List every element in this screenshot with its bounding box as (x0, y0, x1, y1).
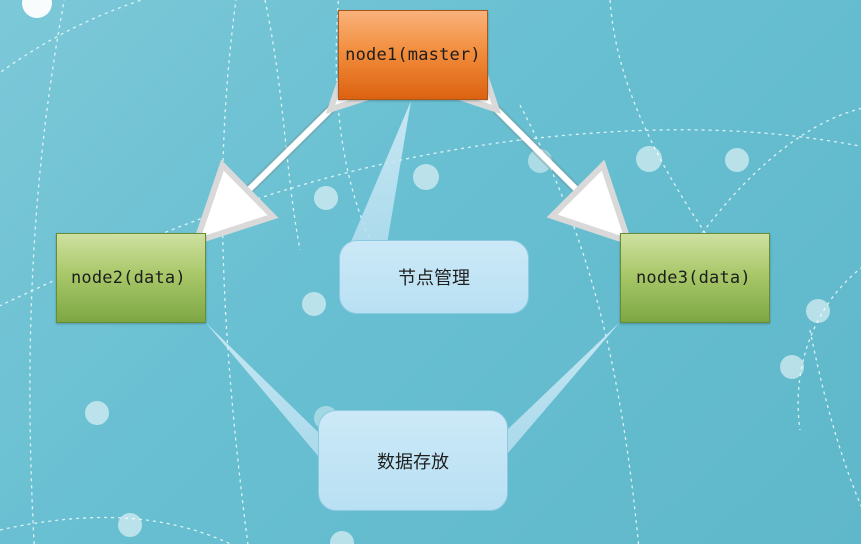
data-node-3-label: node3(data) (636, 268, 751, 288)
master-node-label: node1(master) (345, 45, 481, 65)
data-node-2-label: node2(data) (71, 268, 186, 288)
data-storage-callout: 数据存放 (318, 410, 508, 511)
node-management-label: 节点管理 (398, 268, 470, 289)
cluster-connections (205, 101, 620, 233)
master-node2-double-arrow (205, 101, 339, 233)
master-node: node1(master) (338, 10, 488, 100)
node-management-callout: 节点管理 (339, 240, 529, 314)
data-storage-label: 数据存放 (377, 451, 449, 473)
data-node-2: node2(data) (56, 233, 206, 323)
master-node3-double-arrow (488, 101, 620, 233)
data-node-3: node3(data) (620, 233, 770, 323)
